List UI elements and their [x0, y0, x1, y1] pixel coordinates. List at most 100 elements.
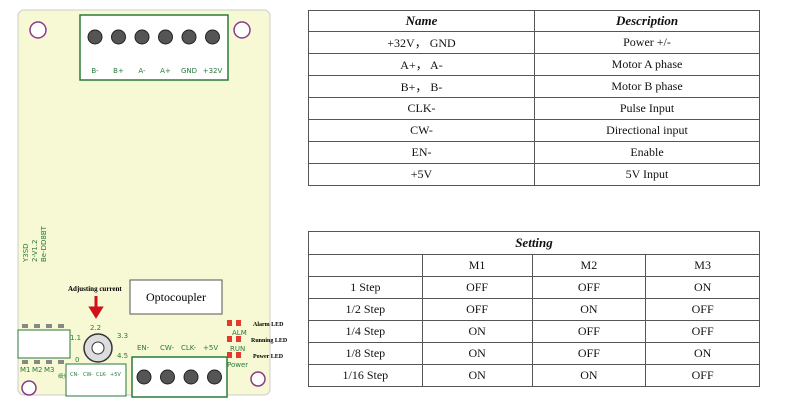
switch-state-cell: OFF	[421, 276, 533, 299]
terminal-label: A+	[160, 67, 171, 75]
pin-description-cell: Motor A phase	[534, 53, 760, 76]
connector-label: CLK-	[96, 372, 107, 378]
chip-pin	[22, 324, 28, 328]
pin-description-cell: Enable	[534, 141, 760, 164]
switch-state-cell: OFF	[531, 276, 647, 299]
pin-name-cell: CLK-	[308, 97, 535, 120]
name-header: Name	[308, 10, 535, 32]
switch-state-cell: ON	[645, 342, 760, 365]
switch-state-cell: ON	[645, 276, 760, 299]
screw-terminal-icon	[207, 369, 222, 385]
switch-state-cell: ON	[531, 298, 647, 321]
board-id-text: Be-DD8BT	[40, 225, 48, 262]
dial-mark: 0	[75, 356, 79, 364]
dip-label: M2	[32, 366, 43, 374]
chip-pin	[46, 324, 52, 328]
top-terminal-block	[79, 14, 229, 81]
running-led-icon	[236, 336, 241, 342]
terminal-label: GND	[181, 67, 197, 75]
running-led-icon	[227, 336, 232, 342]
chip-pin	[22, 360, 28, 364]
driver-board-diagram: B-B+A-A+GND+32V Y3SD 2-V1.2 Be-DD8BT Adj…	[17, 9, 288, 398]
terminal-label: A-	[138, 67, 146, 75]
pin-description-cell: Directional input	[534, 119, 760, 142]
table-header-row: M1 M2 M3	[308, 254, 760, 277]
chip-pin	[34, 324, 40, 328]
connector-label: +5V	[110, 372, 121, 378]
pin-description-cell: Pulse Input	[534, 97, 760, 120]
dial-mark: 3.3	[117, 332, 128, 340]
led-label: Power	[227, 361, 248, 369]
mount-hole-icon	[29, 21, 47, 39]
led-label: ALM	[232, 329, 247, 337]
power-led-icon	[236, 352, 241, 358]
screw-terminal-icon	[160, 369, 175, 385]
mount-hole-icon	[233, 21, 251, 39]
screw-terminal-icon	[136, 369, 152, 385]
mount-hole-icon	[21, 380, 37, 396]
pin-name-cell: A+， A-	[308, 53, 535, 76]
table-title-row: Setting	[308, 231, 760, 255]
dip-chip	[17, 329, 71, 359]
description-header: Description	[534, 10, 760, 32]
screw-terminal-icon	[111, 29, 126, 45]
switch-state-cell: OFF	[645, 298, 760, 321]
chip-pin	[34, 360, 40, 364]
down-arrow-icon	[88, 296, 104, 319]
table-row: EN-Enable	[308, 141, 760, 164]
step-mode-cell: 1/16 Step	[308, 364, 423, 387]
chip-pin	[46, 360, 52, 364]
screw-terminal-icon	[181, 29, 197, 45]
switch-state-cell: OFF	[421, 298, 533, 321]
table-row: CLK-Pulse Input	[308, 97, 760, 120]
bottom-terminal-label: CLK-	[181, 344, 197, 352]
dial-mark: 2.2	[90, 324, 101, 332]
pin-name-cell: EN-	[308, 141, 535, 164]
screw-terminal-icon	[134, 29, 150, 45]
power-led-icon	[227, 352, 232, 358]
pin-description-cell: Power +/-	[534, 31, 760, 54]
connector-label: CW-	[83, 372, 93, 378]
optocoupler-box	[129, 279, 223, 315]
input-connector	[65, 363, 127, 397]
pin-description-cell: 5V Input	[534, 163, 760, 186]
switch-state-cell: ON	[531, 364, 647, 387]
dip-label: M1	[20, 366, 31, 374]
optocoupler-label: Optocoupler	[146, 290, 206, 304]
running-led-note: Running LED	[251, 338, 288, 344]
dip-label: M3	[44, 366, 55, 374]
column-header: M2	[531, 254, 647, 277]
step-mode-cell: 1/2 Step	[308, 298, 423, 321]
pin-name-cell: +32V， GND	[308, 31, 535, 54]
switch-state-cell: ON	[421, 342, 533, 365]
table-row: A+， A-Motor A phase	[308, 53, 760, 76]
power-led-note: Power LED	[253, 354, 284, 360]
dial-mark: 1.1	[70, 334, 81, 342]
column-header	[308, 254, 423, 277]
adjusting-current-label: Adjusting current	[68, 285, 122, 293]
chip-pin	[58, 324, 64, 328]
setting-title: Setting	[308, 231, 760, 255]
board-id-text: Y3SD	[22, 243, 30, 263]
dial-knob-icon	[91, 341, 105, 355]
pin-name-cell: +5V	[308, 163, 535, 186]
switch-state-cell: ON	[421, 364, 533, 387]
pin-description-cell: Motor B phase	[534, 75, 760, 98]
table-row: CW-Directional input	[308, 119, 760, 142]
alarm-led-note: Alarm LED	[253, 322, 284, 328]
terminal-label: B+	[113, 67, 124, 75]
screw-terminal-icon	[183, 369, 199, 385]
switch-state-cell: OFF	[645, 364, 760, 387]
step-mode-cell: 1/8 Step	[308, 342, 423, 365]
screw-terminal-icon	[158, 29, 173, 45]
bottom-terminal-label: CW-	[160, 344, 175, 352]
chip-pin	[58, 360, 64, 364]
